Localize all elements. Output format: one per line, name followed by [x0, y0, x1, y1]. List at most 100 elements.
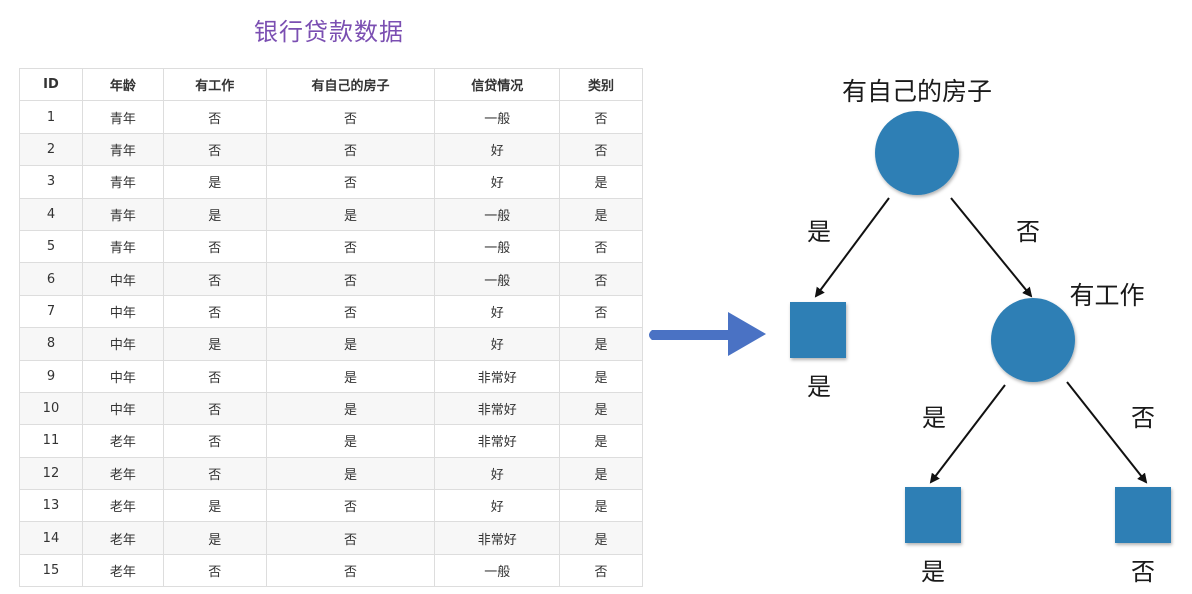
cell-credit: 非常好 [434, 391, 561, 426]
cell-age: 中年 [81, 262, 164, 296]
cell-credit: 好 [434, 132, 561, 167]
cell-own-house: 否 [265, 489, 436, 523]
cell-age: 中年 [81, 391, 164, 426]
child-no-leaf-label: 否 [1131, 558, 1155, 586]
cell-credit: 一般 [434, 229, 561, 264]
cell-has-job: 是 [162, 521, 267, 555]
child-no-edge [1066, 381, 1148, 484]
cell-credit: 非常好 [434, 424, 561, 458]
cell-class: 是 [559, 521, 643, 555]
cell-class: 是 [559, 165, 643, 199]
cell-class: 是 [559, 456, 643, 491]
cell-own-house: 否 [265, 100, 436, 134]
cell-id: 7 [19, 294, 83, 329]
root-yes-leaf-node [790, 302, 846, 358]
cell-has-job: 否 [162, 132, 267, 167]
cell-own-house: 否 [265, 132, 436, 167]
cell-has-job: 是 [162, 197, 267, 231]
cell-id: 13 [19, 489, 83, 523]
cell-has-job: 否 [162, 229, 267, 264]
cell-own-house: 是 [265, 424, 436, 458]
cell-age: 青年 [81, 229, 164, 264]
root-decision-node [875, 111, 959, 195]
cell-class: 是 [559, 424, 643, 458]
cell-has-job: 否 [162, 262, 267, 296]
child-decision-node [991, 298, 1075, 382]
cell-credit: 非常好 [434, 359, 561, 393]
cell-class: 否 [559, 294, 643, 329]
cell-age: 老年 [81, 489, 164, 523]
header-class: 类别 [559, 67, 643, 102]
cell-own-house: 否 [265, 294, 436, 329]
child-yes-edge [929, 384, 1006, 484]
cell-has-job: 否 [162, 456, 267, 491]
cell-age: 老年 [81, 456, 164, 491]
cell-id: 11 [19, 424, 83, 458]
cell-own-house: 否 [265, 521, 436, 555]
cell-credit: 非常好 [434, 521, 561, 555]
cell-class: 是 [559, 197, 643, 231]
cell-own-house: 是 [265, 197, 436, 231]
child-yes-leaf-label: 是 [921, 558, 945, 586]
cell-credit: 好 [434, 327, 561, 361]
cell-has-job: 是 [162, 327, 267, 361]
cell-own-house: 否 [265, 553, 436, 588]
cell-age: 青年 [81, 100, 164, 134]
child-node-label: 有工作 [1069, 281, 1144, 310]
cell-id: 1 [19, 100, 83, 134]
cell-has-job: 否 [162, 391, 267, 426]
cell-credit: 一般 [434, 553, 561, 588]
root-yes-edge [814, 197, 890, 298]
cell-has-job: 否 [162, 553, 267, 588]
root-no-edge [950, 197, 1033, 298]
cell-own-house: 否 [265, 165, 436, 199]
cell-own-house: 否 [265, 229, 436, 264]
cell-class: 否 [559, 132, 643, 167]
cell-own-house: 是 [265, 327, 436, 361]
header-own-house: 有自己的房子 [265, 67, 436, 102]
cell-id: 9 [19, 359, 83, 393]
cell-id: 3 [19, 165, 83, 199]
cell-id: 5 [19, 229, 83, 264]
child-yes-leaf-node [905, 487, 961, 543]
cell-class: 是 [559, 391, 643, 426]
cell-age: 老年 [81, 553, 164, 588]
cell-credit: 好 [434, 294, 561, 329]
child-no-edge-label: 否 [1131, 404, 1155, 432]
cell-class: 否 [559, 262, 643, 296]
cell-credit: 一般 [434, 262, 561, 296]
table-title: 银行贷款数据 [254, 18, 404, 46]
cell-credit: 好 [434, 489, 561, 523]
cell-has-job: 否 [162, 424, 267, 458]
child-no-leaf-node [1115, 487, 1171, 543]
cell-class: 否 [559, 229, 643, 264]
cell-own-house: 是 [265, 391, 436, 426]
root-node-label: 有自己的房子 [842, 77, 992, 106]
cell-own-house: 是 [265, 456, 436, 491]
cell-id: 2 [19, 132, 83, 167]
table-header-row: ID 年龄 有工作 有自己的房子 信贷情况 类别 [19, 67, 643, 102]
root-yes-edge-label: 是 [807, 218, 831, 246]
cell-has-job: 否 [162, 100, 267, 134]
child-yes-edge-label: 是 [922, 404, 946, 432]
transition-arrow-icon [649, 312, 766, 356]
cell-age: 青年 [81, 132, 164, 167]
cell-id: 15 [19, 553, 83, 588]
cell-id: 4 [19, 197, 83, 231]
cell-own-house: 是 [265, 359, 436, 393]
